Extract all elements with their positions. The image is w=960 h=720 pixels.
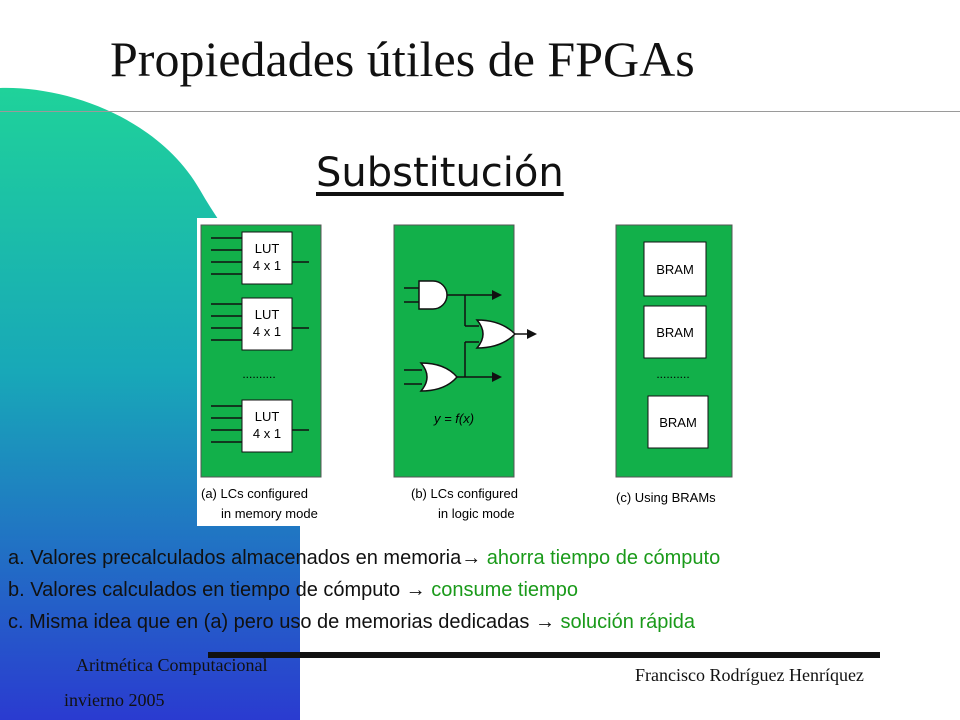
bram-1-label: BRAM	[656, 262, 694, 277]
list-item-a: a. Valores precalculados almacenados en …	[8, 542, 720, 574]
list-item-a-text: a. Valores precalculados almacenados en …	[8, 547, 462, 569]
wire-arrowheads	[492, 290, 537, 382]
list-item-b-text: b. Valores calculados en tiempo de cómpu…	[8, 579, 406, 601]
panel-c-caption: (c) Using BRAMs	[616, 490, 716, 505]
arrow-icon: →	[405, 579, 426, 601]
bram-box-1	[643, 241, 707, 297]
arrow-icon: →	[534, 611, 555, 633]
panel-b-block	[393, 224, 515, 478]
bram-3-label: BRAM	[659, 415, 697, 430]
or-gate-icon	[419, 362, 458, 392]
bram-box-3	[647, 395, 709, 449]
lut-box-1	[241, 231, 293, 285]
panel-b-caption-1: (b) LCs configured	[411, 486, 518, 501]
lut-box-3	[241, 399, 293, 453]
footer-term: invierno 2005	[64, 690, 165, 710]
or-gate-output-icon	[475, 319, 517, 349]
list-item-c-text: c. Misma idea que en (a) pero uso de mem…	[8, 611, 535, 633]
list-item-b: b. Valores calculados en tiempo de cómpu…	[8, 574, 720, 606]
slide-title: Propiedades útiles de FPGAs	[110, 31, 695, 87]
lut-3-label: LUT	[255, 409, 280, 424]
panel-c-dots: ..........	[656, 367, 689, 381]
footer-course: Aritmética Computacional	[76, 655, 268, 675]
title-divider	[0, 111, 960, 112]
panel-a-dots: ..........	[242, 367, 275, 381]
lut-2-size: 4 x 1	[253, 324, 281, 339]
footer-divider	[208, 652, 880, 658]
lut-box-2	[241, 297, 293, 351]
fpga-figure: LUT 4 x 1 LUT 4 x 1 .......... LUT 4 x 1…	[197, 218, 757, 526]
bram-2-label: BRAM	[656, 325, 694, 340]
list-item-b-highlight: consume tiempo	[425, 579, 578, 601]
arrow-icon: →	[461, 547, 482, 569]
list-item-a-highlight: ahorra tiempo de cómputo	[481, 547, 721, 569]
panel-a-caption-2: in memory mode	[221, 506, 318, 521]
footer-author: Francisco Rodríguez Henríquez	[635, 665, 864, 685]
lut-1-label: LUT	[255, 241, 280, 256]
list-item-c-highlight: solución rápida	[554, 611, 696, 633]
list-item-c: c. Misma idea que en (a) pero uso de mem…	[8, 606, 720, 638]
substitution-list: a. Valores precalculados almacenados en …	[8, 542, 720, 638]
lut-input-lines	[211, 237, 309, 443]
slide-subtitle: Substitución	[316, 150, 564, 196]
logic-formula: y = f(x)	[433, 411, 474, 426]
lut-2-label: LUT	[255, 307, 280, 322]
panel-a-caption-1: (a) LCs configured	[201, 486, 308, 501]
bram-box-2	[643, 305, 707, 359]
panel-b-caption-2: in logic mode	[438, 506, 515, 521]
lut-3-size: 4 x 1	[253, 426, 281, 441]
lut-1-size: 4 x 1	[253, 258, 281, 273]
logic-wires	[404, 287, 527, 385]
and-gate-icon	[418, 280, 448, 310]
